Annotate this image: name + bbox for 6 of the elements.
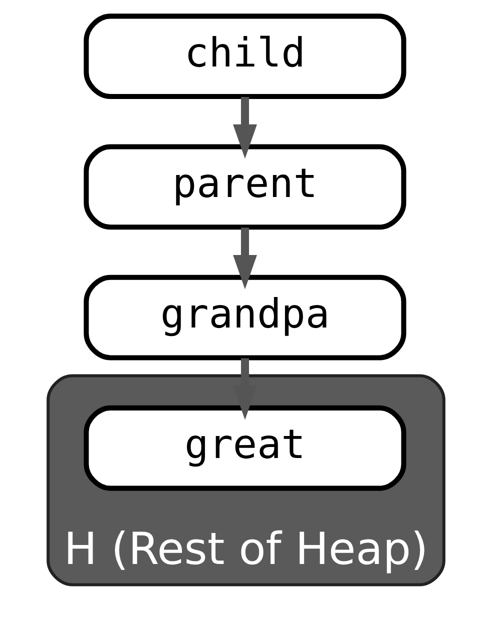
- arrow: [232, 228, 256, 290]
- node-box: child: [83, 14, 406, 100]
- arrow: [232, 97, 256, 159]
- node-box: parent: [83, 144, 406, 230]
- node-box: great: [83, 405, 406, 491]
- node-box: grandpa: [83, 274, 406, 360]
